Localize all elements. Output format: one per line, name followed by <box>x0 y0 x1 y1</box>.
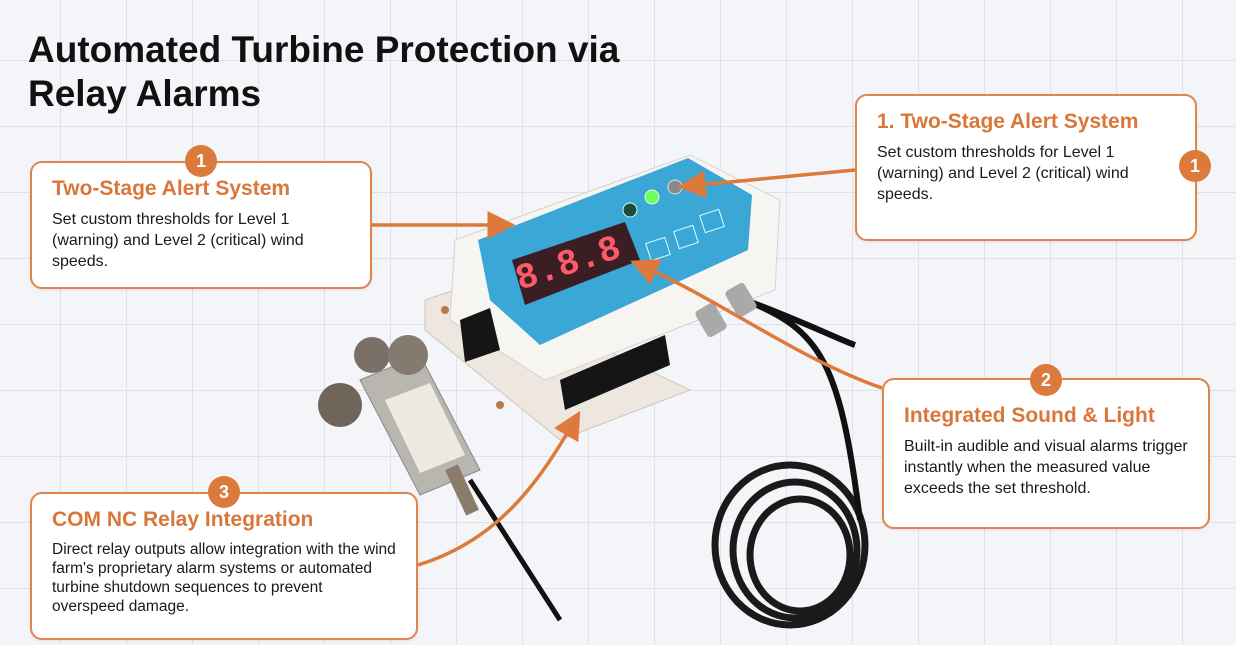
level2-led <box>667 179 683 195</box>
callout-heading: Two-Stage Alert System <box>52 177 291 200</box>
callout-heading: Integrated Sound & Light <box>904 404 1155 427</box>
callout-relay-integration: 3 COM NC Relay Integration Direct relay … <box>30 476 418 640</box>
callout-body: Set custom thresholds for Level 1 (warni… <box>52 211 304 270</box>
set-button <box>645 236 671 262</box>
callout-heading: 1. Two-Stage Alert System <box>877 110 1139 133</box>
callout-two-stage-alert-right: 1 1. Two-Stage Alert System Set custom t… <box>855 94 1211 241</box>
callout-heading: COM NC Relay Integration <box>52 508 314 531</box>
anemometer <box>318 335 481 516</box>
power-led <box>622 202 638 218</box>
callout-number-badge: 1 <box>185 145 217 177</box>
relay-terminal-block <box>560 335 670 410</box>
callout-sound-light: 2 Integrated Sound & Light Built-in audi… <box>882 364 1210 529</box>
callout-arrows <box>372 168 883 567</box>
callout-body: Set custom thresholds for Level 1 (warni… <box>877 144 1129 203</box>
page-title: Automated Turbine Protection via Relay A… <box>28 29 620 114</box>
level1-led <box>644 189 660 205</box>
display-window <box>512 222 640 305</box>
callout-body: Direct relay outputs allow integration w… <box>52 541 396 615</box>
plus-button <box>699 208 725 234</box>
callout-number-badge: 3 <box>208 476 240 508</box>
callout-number-badge: 2 <box>1030 364 1062 396</box>
cable-coil <box>711 461 869 629</box>
minus-button <box>673 224 699 250</box>
callout-body: Built-in audible and visual alarms trigg… <box>904 438 1188 497</box>
callout-two-stage-alert-left: 1 Two-Stage Alert System Set custom thre… <box>30 145 372 289</box>
power-terminal-block <box>460 308 500 362</box>
callout-number-badge: 1 <box>1179 150 1211 182</box>
